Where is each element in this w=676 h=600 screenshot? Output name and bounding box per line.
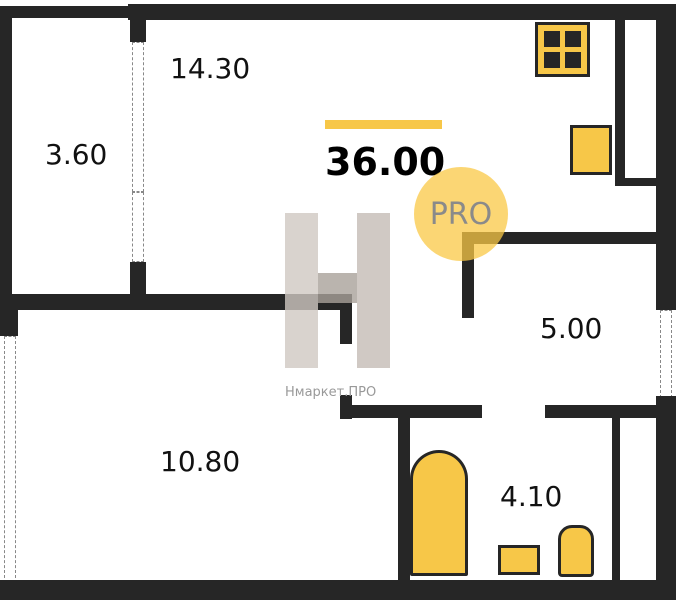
room-area-living: 14.30 <box>170 52 251 85</box>
room-area-bathroom: 4.10 <box>500 480 563 513</box>
toilet-icon <box>558 525 594 577</box>
wall <box>398 418 410 580</box>
total-area: 36.00 <box>325 140 446 184</box>
window <box>132 42 144 192</box>
wall <box>0 580 676 600</box>
wall <box>656 4 676 310</box>
wall <box>340 405 482 418</box>
wall <box>615 18 625 186</box>
watermark-logo-icon <box>285 213 390 368</box>
bathtub-icon <box>410 450 468 576</box>
wall <box>462 232 656 244</box>
balcony-door <box>132 192 144 262</box>
room-area-hallway: 5.00 <box>540 312 603 345</box>
wall <box>612 418 620 580</box>
wall <box>128 4 676 20</box>
window <box>4 336 16 588</box>
wall <box>130 4 146 42</box>
bathroom-sink-icon <box>498 545 540 575</box>
wall <box>0 294 352 310</box>
room-area-balcony: 3.60 <box>45 138 108 171</box>
wall <box>130 262 146 302</box>
window <box>660 310 672 398</box>
wall <box>0 6 130 18</box>
wall <box>656 396 676 600</box>
wall <box>545 405 656 418</box>
kitchen-sink-icon <box>570 125 612 175</box>
watermark-text: Нмаркет.ПРО <box>285 385 377 400</box>
wall <box>0 300 18 336</box>
wall <box>615 178 657 186</box>
total-area-accent-bar <box>325 120 442 129</box>
pro-badge: PRO <box>414 167 508 261</box>
wall <box>340 306 352 344</box>
room-area-bedroom: 10.80 <box>160 445 241 478</box>
stove-icon <box>535 22 590 77</box>
wall <box>0 6 12 306</box>
